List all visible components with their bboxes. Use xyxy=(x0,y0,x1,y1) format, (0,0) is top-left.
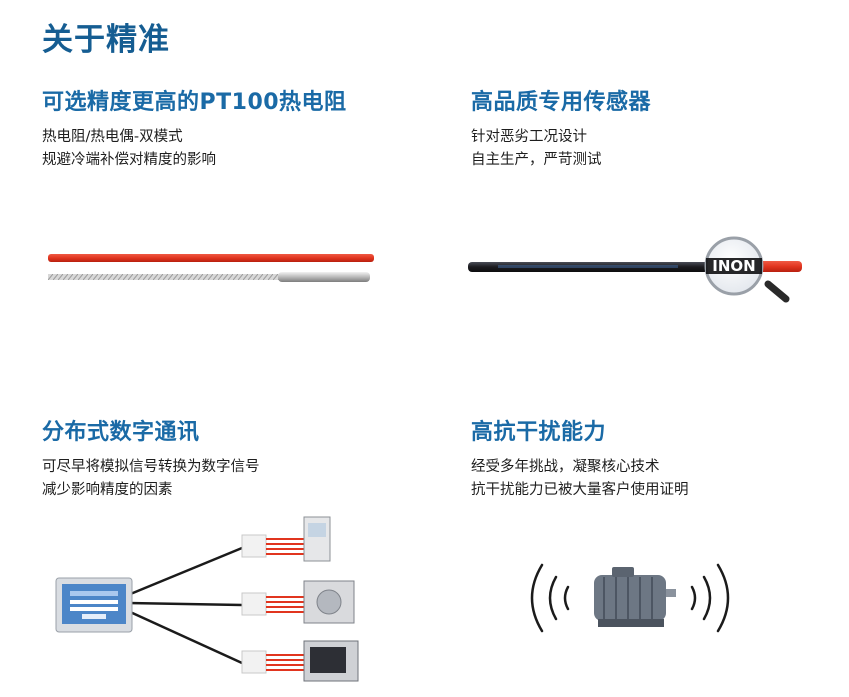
probe-sheath xyxy=(278,272,370,282)
magnifier-handle xyxy=(764,280,790,303)
pt100-probe-cable-icon xyxy=(48,254,374,282)
section-title: 高品质专用传感器 xyxy=(471,90,652,115)
section-line: 规避冷端补偿对精度的影响 xyxy=(42,152,216,168)
red-cable xyxy=(48,254,374,262)
section-line: 热电阻/热电偶-双模式 xyxy=(42,129,183,145)
sensor-cable-magnifier-icon: INON xyxy=(468,236,802,303)
red-cable-end xyxy=(752,261,802,272)
connection-line xyxy=(127,609,243,665)
section-anti-interference: 高抗干扰能力 经受多年挑战，凝聚核心技术 抗干扰能力已被大量客户使用证明 xyxy=(471,414,689,502)
braided-cable xyxy=(48,274,280,280)
module-top xyxy=(241,516,331,562)
motor-icon xyxy=(594,567,676,627)
magnified-cable xyxy=(706,258,762,274)
module-bottom xyxy=(241,640,359,682)
wave-icon xyxy=(530,563,730,633)
cable-print xyxy=(498,265,678,268)
connection-line xyxy=(127,601,243,607)
section-title: 分布式数字通讯 xyxy=(42,420,200,445)
section-line: 经受多年挑战，凝聚核心技术 xyxy=(471,459,660,475)
touch-panel-icon xyxy=(55,577,133,633)
section-digital: 分布式数字通讯 可尽早将模拟信号转换为数字信号 减少影响精度的因素 xyxy=(42,414,260,502)
section-line: 抗干扰能力已被大量客户使用证明 xyxy=(471,482,689,498)
section-pt100: 可选精度更高的PT100热电阻 热电阻/热电偶-双模式 规避冷端补偿对精度的影响 xyxy=(42,84,347,172)
digital-network-illustration xyxy=(55,516,359,682)
section-sensor: 高品质专用传感器 针对恶劣工况设计 自主生产，严苛测试 xyxy=(471,84,651,172)
section-line: 针对恶劣工况设计 xyxy=(471,129,587,145)
cabinet-icon xyxy=(303,580,355,624)
section-title: 可选精度更高的PT100热电阻 xyxy=(42,90,347,115)
section-line: 自主生产，严苛测试 xyxy=(471,152,602,168)
module-middle xyxy=(241,580,355,624)
section-title: 高抗干扰能力 xyxy=(471,420,607,445)
section-line: 减少影响精度的因素 xyxy=(42,482,173,498)
page-title: 关于精准 xyxy=(42,22,170,58)
section-line: 可尽早将模拟信号转换为数字信号 xyxy=(42,459,260,475)
connection-line xyxy=(127,546,243,597)
magnifier-label: INON xyxy=(712,257,755,275)
anti-interference-illustration xyxy=(530,563,730,633)
